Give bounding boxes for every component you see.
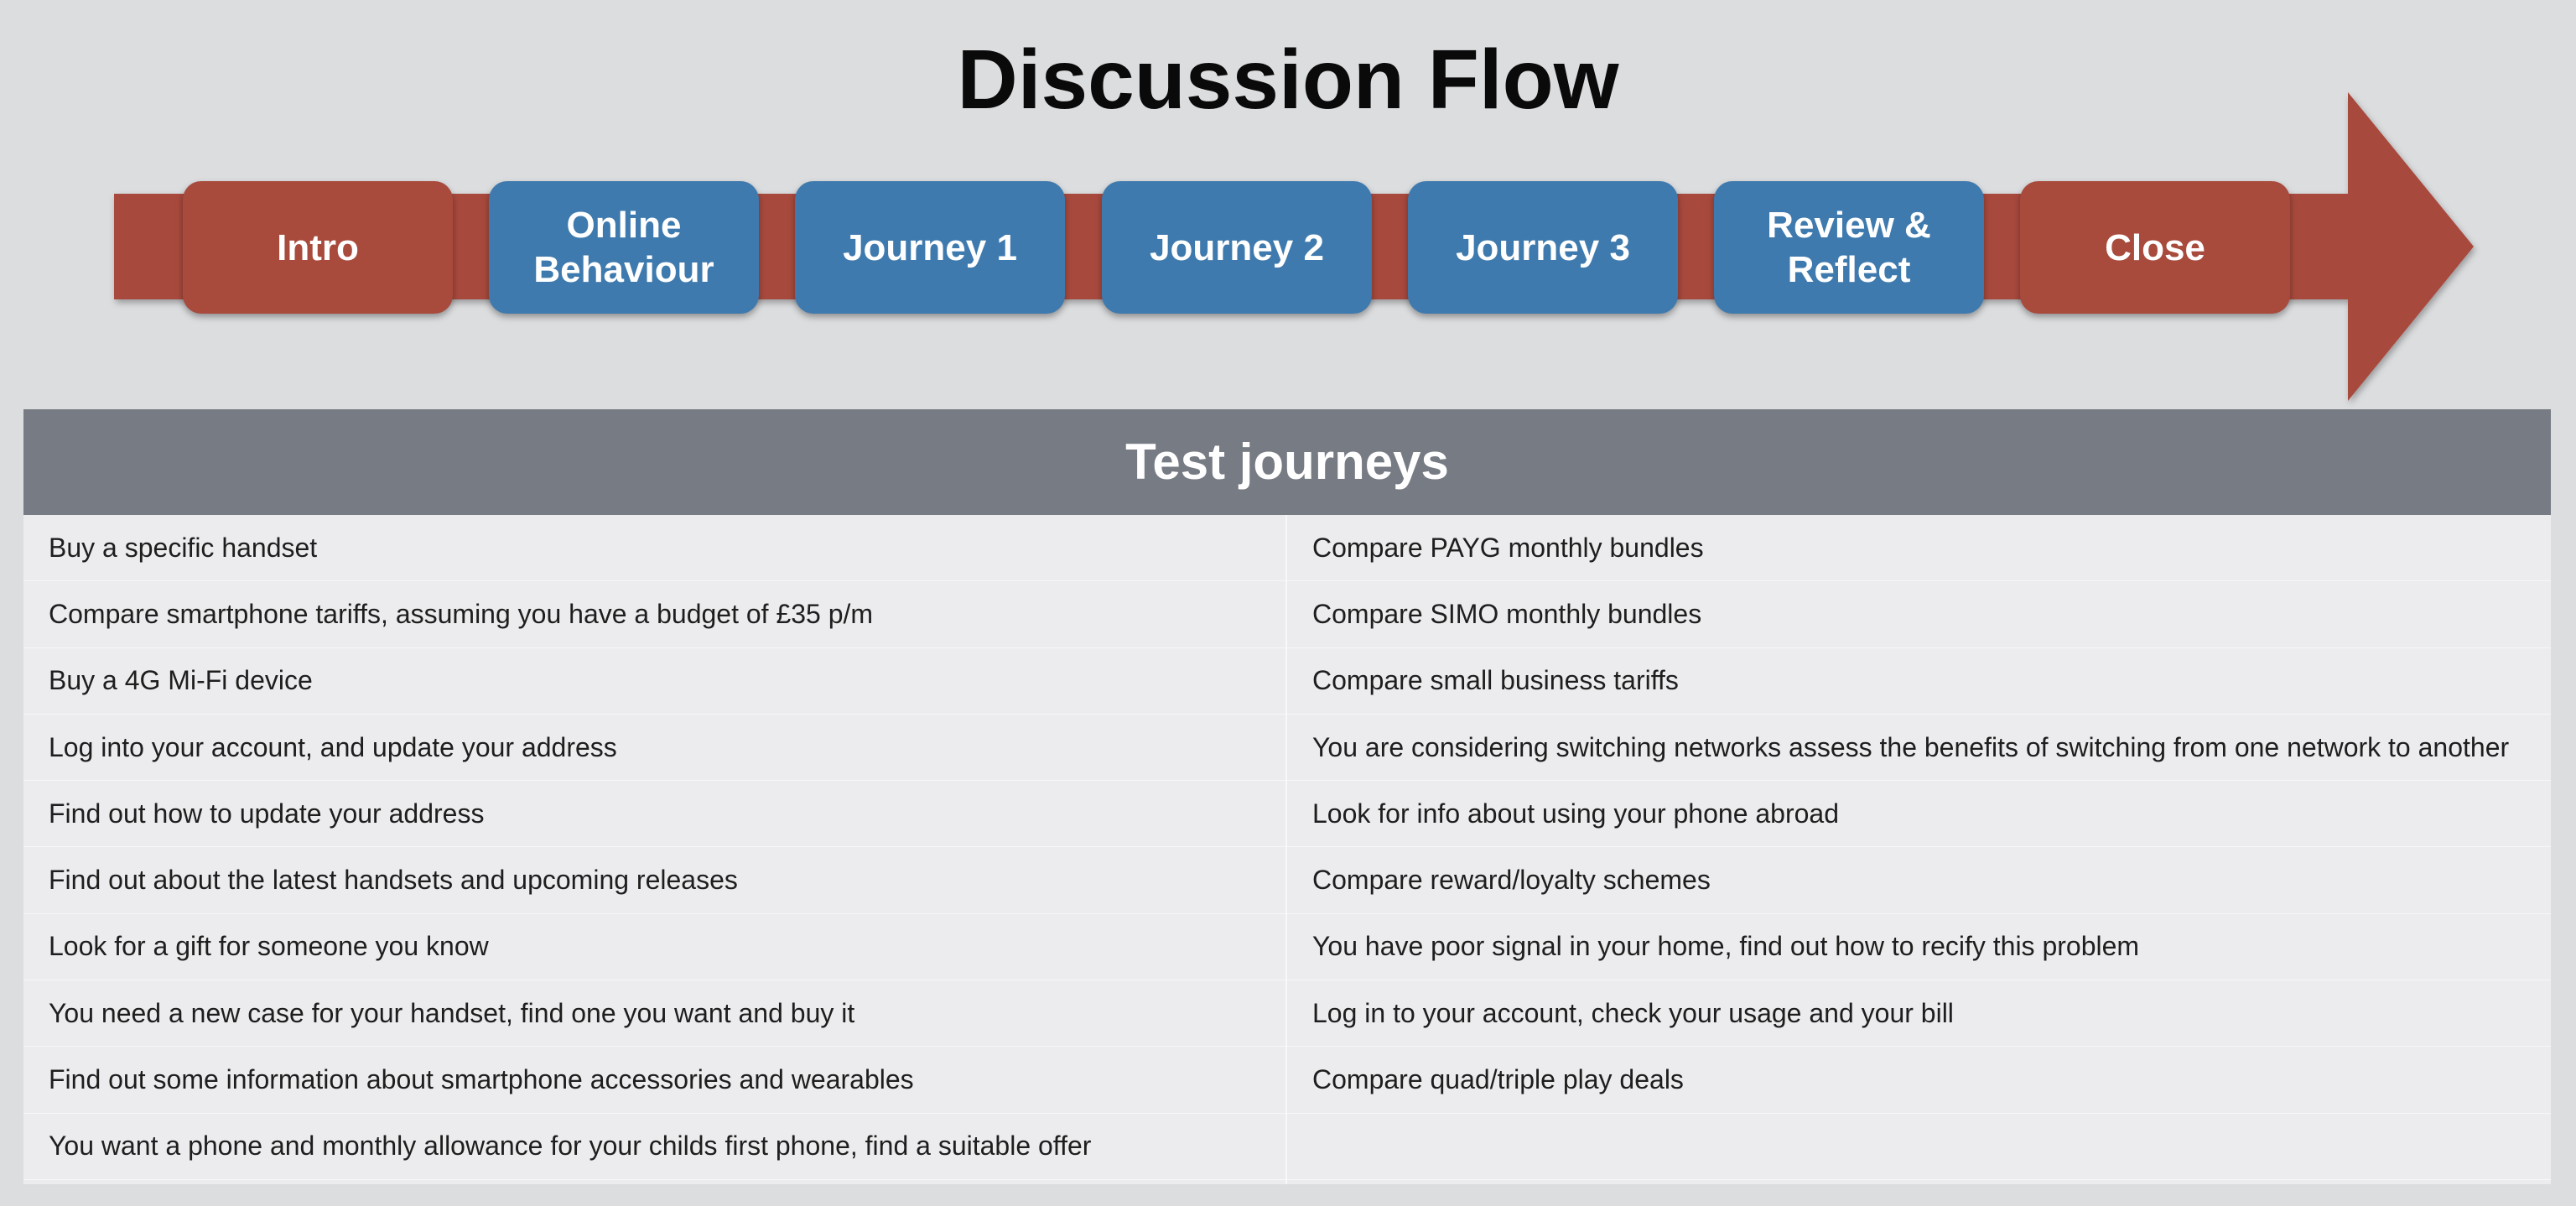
table-row: Find out some information about smartpho… [23,1047,1285,1114]
table-row: Log in to your account, check your usage… [1287,980,2551,1047]
table-row: Find out about the latest handsets and u… [23,847,1285,914]
table-row: Compare smartphone tariffs, assuming you… [23,581,1285,648]
stage-journey-1: Journey 1 [795,181,1065,314]
table-row: Buy a 4G Mi-Fi device [23,648,1285,715]
table-row: Compare reward/loyalty schemes [1287,847,2551,914]
stage-journey-2: Journey 2 [1102,181,1372,314]
stage-journey-3: Journey 3 [1408,181,1678,314]
table-header: Test journeys [23,409,2551,515]
table-row: Compare PAYG monthly bundles [1287,515,2551,582]
table-row: Log into your account, and update your a… [23,715,1285,782]
table-row: Look for info about using your phone abr… [1287,781,2551,848]
table-row: You need a new case for your handset, fi… [23,980,1285,1047]
table-row: You want a phone and monthly allowance f… [23,1114,1285,1180]
table-row [1287,1114,2551,1180]
stage-close: Close [2020,181,2290,314]
table-row: Compare small business tariffs [1287,648,2551,715]
table-row: You are considering switching networks a… [1287,715,2551,782]
table-row: Compare quad/triple play deals [1287,1047,2551,1114]
table-row: Find out how to update your address [23,781,1285,848]
table-row: Buy a specific handset [23,515,1285,582]
stage-review-reflect: Review &Reflect [1714,181,1984,314]
table-row: You have poor signal in your home, find … [1287,914,2551,981]
table-row: Look for a gift for someone you know [23,914,1285,981]
table-row: Compare SIMO monthly bundles [1287,581,2551,648]
stage-intro: Intro [183,181,453,314]
page-title: Discussion Flow [957,33,1619,127]
